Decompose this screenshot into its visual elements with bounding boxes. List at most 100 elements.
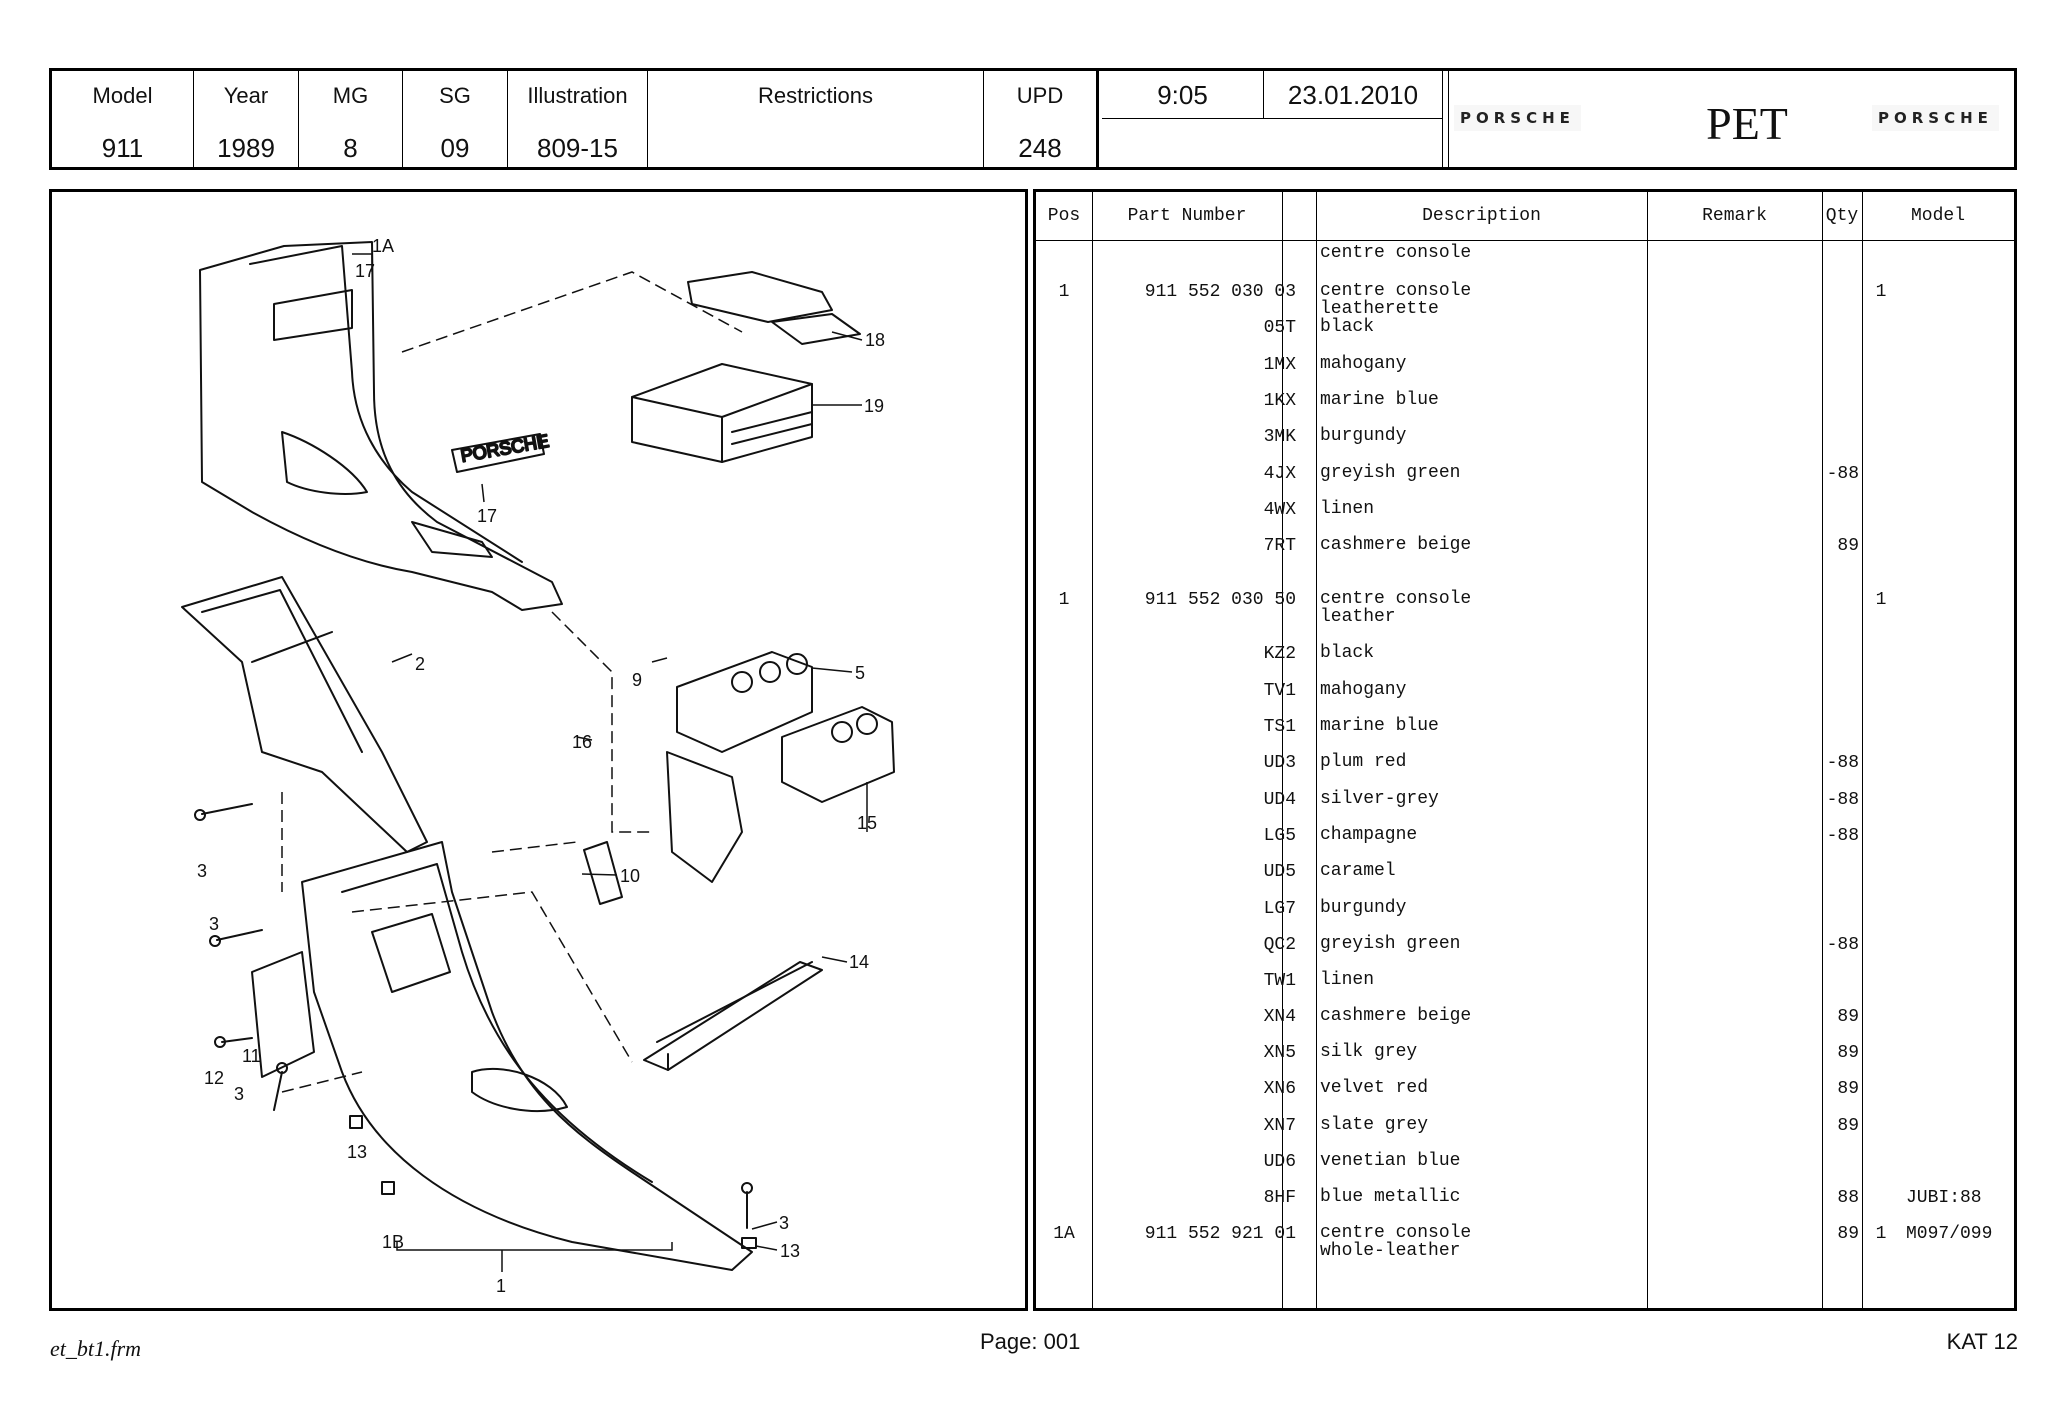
cell-part-number: 1KX [1263, 391, 1296, 411]
header-date: 23.01.2010 [1264, 71, 1442, 119]
cell-pos: 1 [1058, 590, 1070, 610]
cell-description: silk grey [1320, 1042, 1418, 1062]
exploded-parts-illustration: PORSCHE [49, 189, 1028, 1311]
callout-5: 5 [855, 663, 865, 683]
callout-13-b: 13 [780, 1241, 800, 1261]
cell-remark: 89 [1837, 1116, 1859, 1136]
callout-9: 9 [632, 670, 642, 690]
callout-14: 14 [849, 952, 869, 972]
pet-title: PET [1706, 98, 1788, 149]
header-model-label: Model [92, 83, 153, 108]
cell-description: velvet red [1320, 1078, 1429, 1098]
th-part-number: Part Number [1127, 206, 1247, 226]
cell-part-number: 3MK [1263, 427, 1296, 447]
porsche-logo-right: PORSCHE [1872, 105, 1999, 131]
th-model: Model [1910, 206, 1965, 226]
cell-remark: -88 [1826, 790, 1859, 810]
cell-part-number: 911 552 030 03 [1144, 282, 1296, 302]
cell-part-number: UD3 [1263, 753, 1296, 773]
cell-part-number: TW1 [1263, 971, 1296, 991]
th-description: Description [1422, 206, 1541, 226]
table-row: UD6 venetian blue [1036, 1152, 2014, 1188]
header-bar: Model 911 Year 1989 MG 8 SG 09 Illustrat… [49, 68, 2017, 170]
callout-3-a: 3 [197, 861, 207, 881]
header-mg: MG 8 [299, 71, 403, 167]
footer-catalog: KAT 12 [1946, 1329, 2018, 1354]
header-sg-value: 09 [440, 133, 470, 163]
cell-part-number: UD6 [1263, 1152, 1296, 1172]
callout-labels: 1A 17 18 19 17 2 9 5 16 15 3 10 3 14 12 … [197, 236, 885, 1296]
th-pos: Pos [1047, 206, 1081, 226]
cell-part-number: 4JX [1263, 464, 1296, 484]
table-header-divider [1036, 240, 2014, 241]
cell-description: mahogany [1320, 680, 1407, 700]
header-sg: SG 09 [403, 71, 508, 167]
cell-part-number: 8HF [1263, 1188, 1296, 1208]
table-row: 1 911 552 030 03 centre console leatherett… [1036, 282, 2014, 318]
cell-description: burgundy [1320, 898, 1407, 918]
cell-description: greyish green [1320, 934, 1461, 954]
cell-remark: 88 [1837, 1188, 1859, 1208]
callout-10: 10 [620, 866, 640, 886]
table-row: QC2 greyish green -88 [1036, 935, 2014, 971]
cell-description: black [1320, 643, 1375, 663]
cell-part-number: 1MX [1263, 355, 1296, 375]
header-mg-value: 8 [343, 133, 358, 163]
cell-description: venetian blue [1320, 1151, 1461, 1171]
callout-18: 18 [865, 330, 885, 350]
cell-description: caramel [1320, 861, 1396, 881]
cell-part-number: QC2 [1263, 935, 1296, 955]
cell-part-number: TV1 [1263, 681, 1296, 701]
cell-part-number: UD5 [1263, 862, 1296, 882]
cell-description: plum red [1320, 752, 1407, 772]
cell-qty: 1 [1875, 590, 1887, 610]
cell-description: mahogany [1320, 354, 1407, 374]
cell-part-number: XN7 [1263, 1116, 1296, 1136]
part-14-tray [643, 961, 823, 1071]
cell-model: M097/099 [1906, 1224, 1993, 1244]
header-time: 9:05 [1102, 71, 1264, 119]
cell-qty: 1 [1875, 282, 1887, 302]
callout-12: 12 [204, 1068, 224, 1088]
header-year-value: 1989 [217, 133, 275, 163]
part-17-emblem [451, 433, 545, 473]
header-model: Model 911 [52, 71, 194, 167]
col-separator [1282, 192, 1283, 1308]
th-qty: Qty [1825, 206, 1859, 226]
cell-remark: -88 [1826, 935, 1859, 955]
callout-15: 15 [857, 813, 877, 833]
col-separator [1316, 192, 1317, 1308]
console-drawing: PORSCHE [181, 236, 895, 1296]
part-5-housing [676, 651, 813, 753]
cell-remark: -88 [1826, 464, 1859, 484]
header-mg-label: MG [332, 83, 369, 108]
header-restrictions: Restrictions [648, 71, 984, 167]
col-separator [1647, 192, 1648, 1308]
header-year: Year 1989 [194, 71, 299, 167]
cell-description: centre console leather [1320, 589, 1472, 627]
cell-description: black [1320, 317, 1375, 337]
callout-17-top: 17 [355, 261, 375, 281]
cell-part-number: 4WX [1263, 500, 1296, 520]
cell-part-number: XN5 [1263, 1043, 1296, 1063]
callout-16: 16 [572, 732, 592, 752]
cell-description: centre console leatherette [1320, 281, 1472, 319]
cell-description: silver-grey [1320, 789, 1439, 809]
header-upd: UPD 248 [984, 71, 1099, 167]
callout-3-c: 3 [234, 1084, 244, 1104]
callout-17-emblem: 17 [477, 506, 497, 526]
cell-description: blue metallic [1320, 1187, 1461, 1207]
